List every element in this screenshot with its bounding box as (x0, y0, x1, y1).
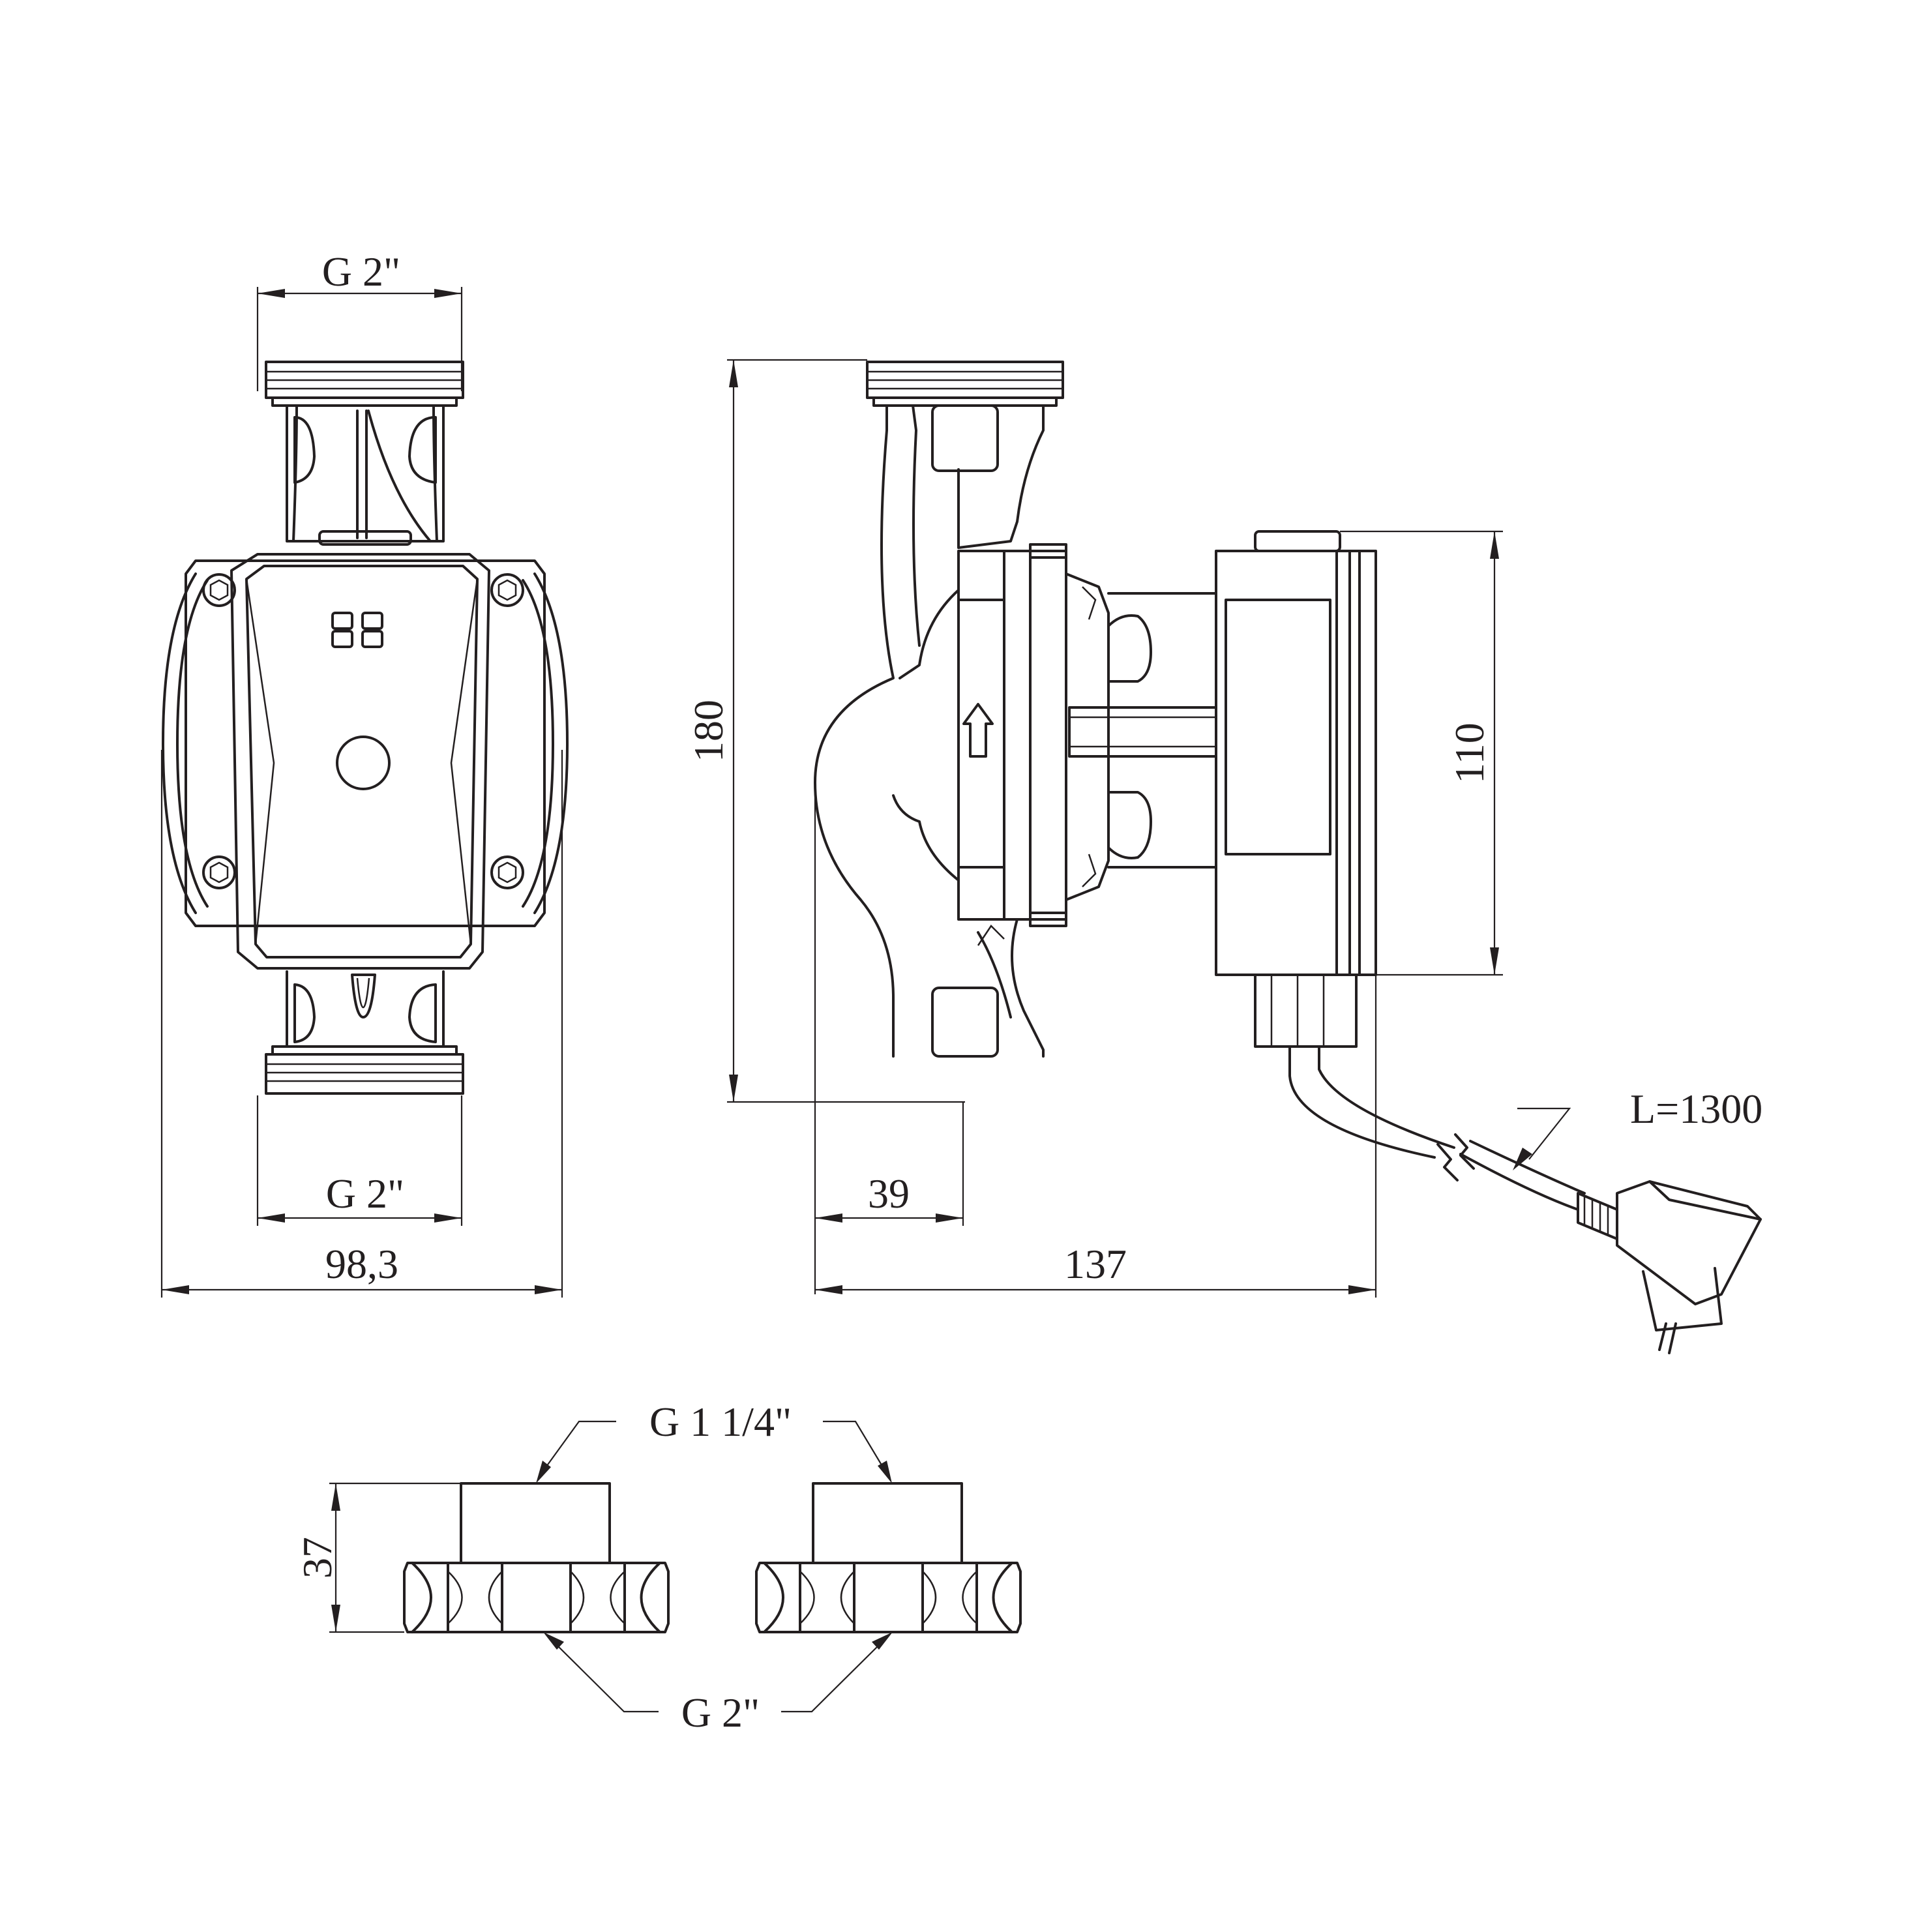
front-width-label: 98,3 (325, 1241, 398, 1287)
front-bolt-bottom-right (490, 855, 524, 889)
front-top-thread (265, 361, 464, 407)
side-offset-label: 39 (868, 1170, 910, 1217)
side-motor-height-label: 110 (1446, 722, 1493, 784)
front-bottom-thread-dimension: G 2" (256, 1095, 463, 1226)
side-motor-height-dimension: 110 (1340, 530, 1503, 976)
union-fitting-right (755, 1482, 1022, 1633)
front-view: G 2" G 2" 98,3 (160, 248, 569, 1298)
front-bolt-top-right (490, 573, 524, 607)
union-fittings: 37 G 1 1/4" G 2" (294, 1399, 1022, 1736)
union-nut-thread-callout: G 2" (543, 1632, 893, 1736)
side-depth-dimension: 137 (815, 975, 1377, 1298)
side-volute-flange (892, 543, 1152, 927)
front-bolt-top-left (202, 573, 236, 607)
side-height-label: 180 (685, 700, 732, 762)
front-bottom-neck (286, 970, 445, 1048)
front-bottom-thread (265, 1045, 464, 1095)
cable-length-label: L=1300 (1630, 1086, 1762, 1132)
side-view: 180 110 39 137 L=1300 (685, 359, 1762, 1354)
front-top-thread-label: G 2" (322, 248, 400, 295)
side-height-dimension: 180 (685, 359, 965, 1103)
front-top-neck (286, 404, 445, 546)
side-motor (1068, 530, 1377, 1048)
union-nut-thread-label: G 2" (681, 1689, 760, 1736)
front-width-dimension: 98,3 (160, 750, 563, 1298)
front-bolt-bottom-left (202, 855, 236, 889)
side-depth-label: 137 (1064, 1241, 1127, 1287)
cable-length-callout: L=1300 (1513, 1086, 1762, 1170)
union-pipe-thread-label: G 1 1/4" (649, 1399, 792, 1445)
side-top-thread (866, 361, 1064, 407)
side-offset-dimension: 39 (814, 782, 964, 1294)
side-pump-housing (814, 404, 1045, 1058)
mode-button-circle (336, 736, 391, 790)
union-pipe-thread-callout: G 1 1/4" (536, 1399, 892, 1483)
power-cable (1288, 1045, 1586, 1211)
seven-segment-88-icon (331, 612, 383, 648)
flow-arrow-up-icon (962, 703, 994, 758)
union-height-dimension: 37 (294, 1482, 461, 1633)
front-top-thread-dimension: G 2" (256, 248, 463, 391)
front-control-panel (230, 553, 490, 970)
front-pump-body (162, 559, 569, 927)
front-bottom-thread-label: G 2" (326, 1170, 404, 1217)
plug-icon (1577, 1180, 1762, 1354)
union-fitting-left (403, 1482, 670, 1633)
union-height-label: 37 (294, 1537, 340, 1579)
